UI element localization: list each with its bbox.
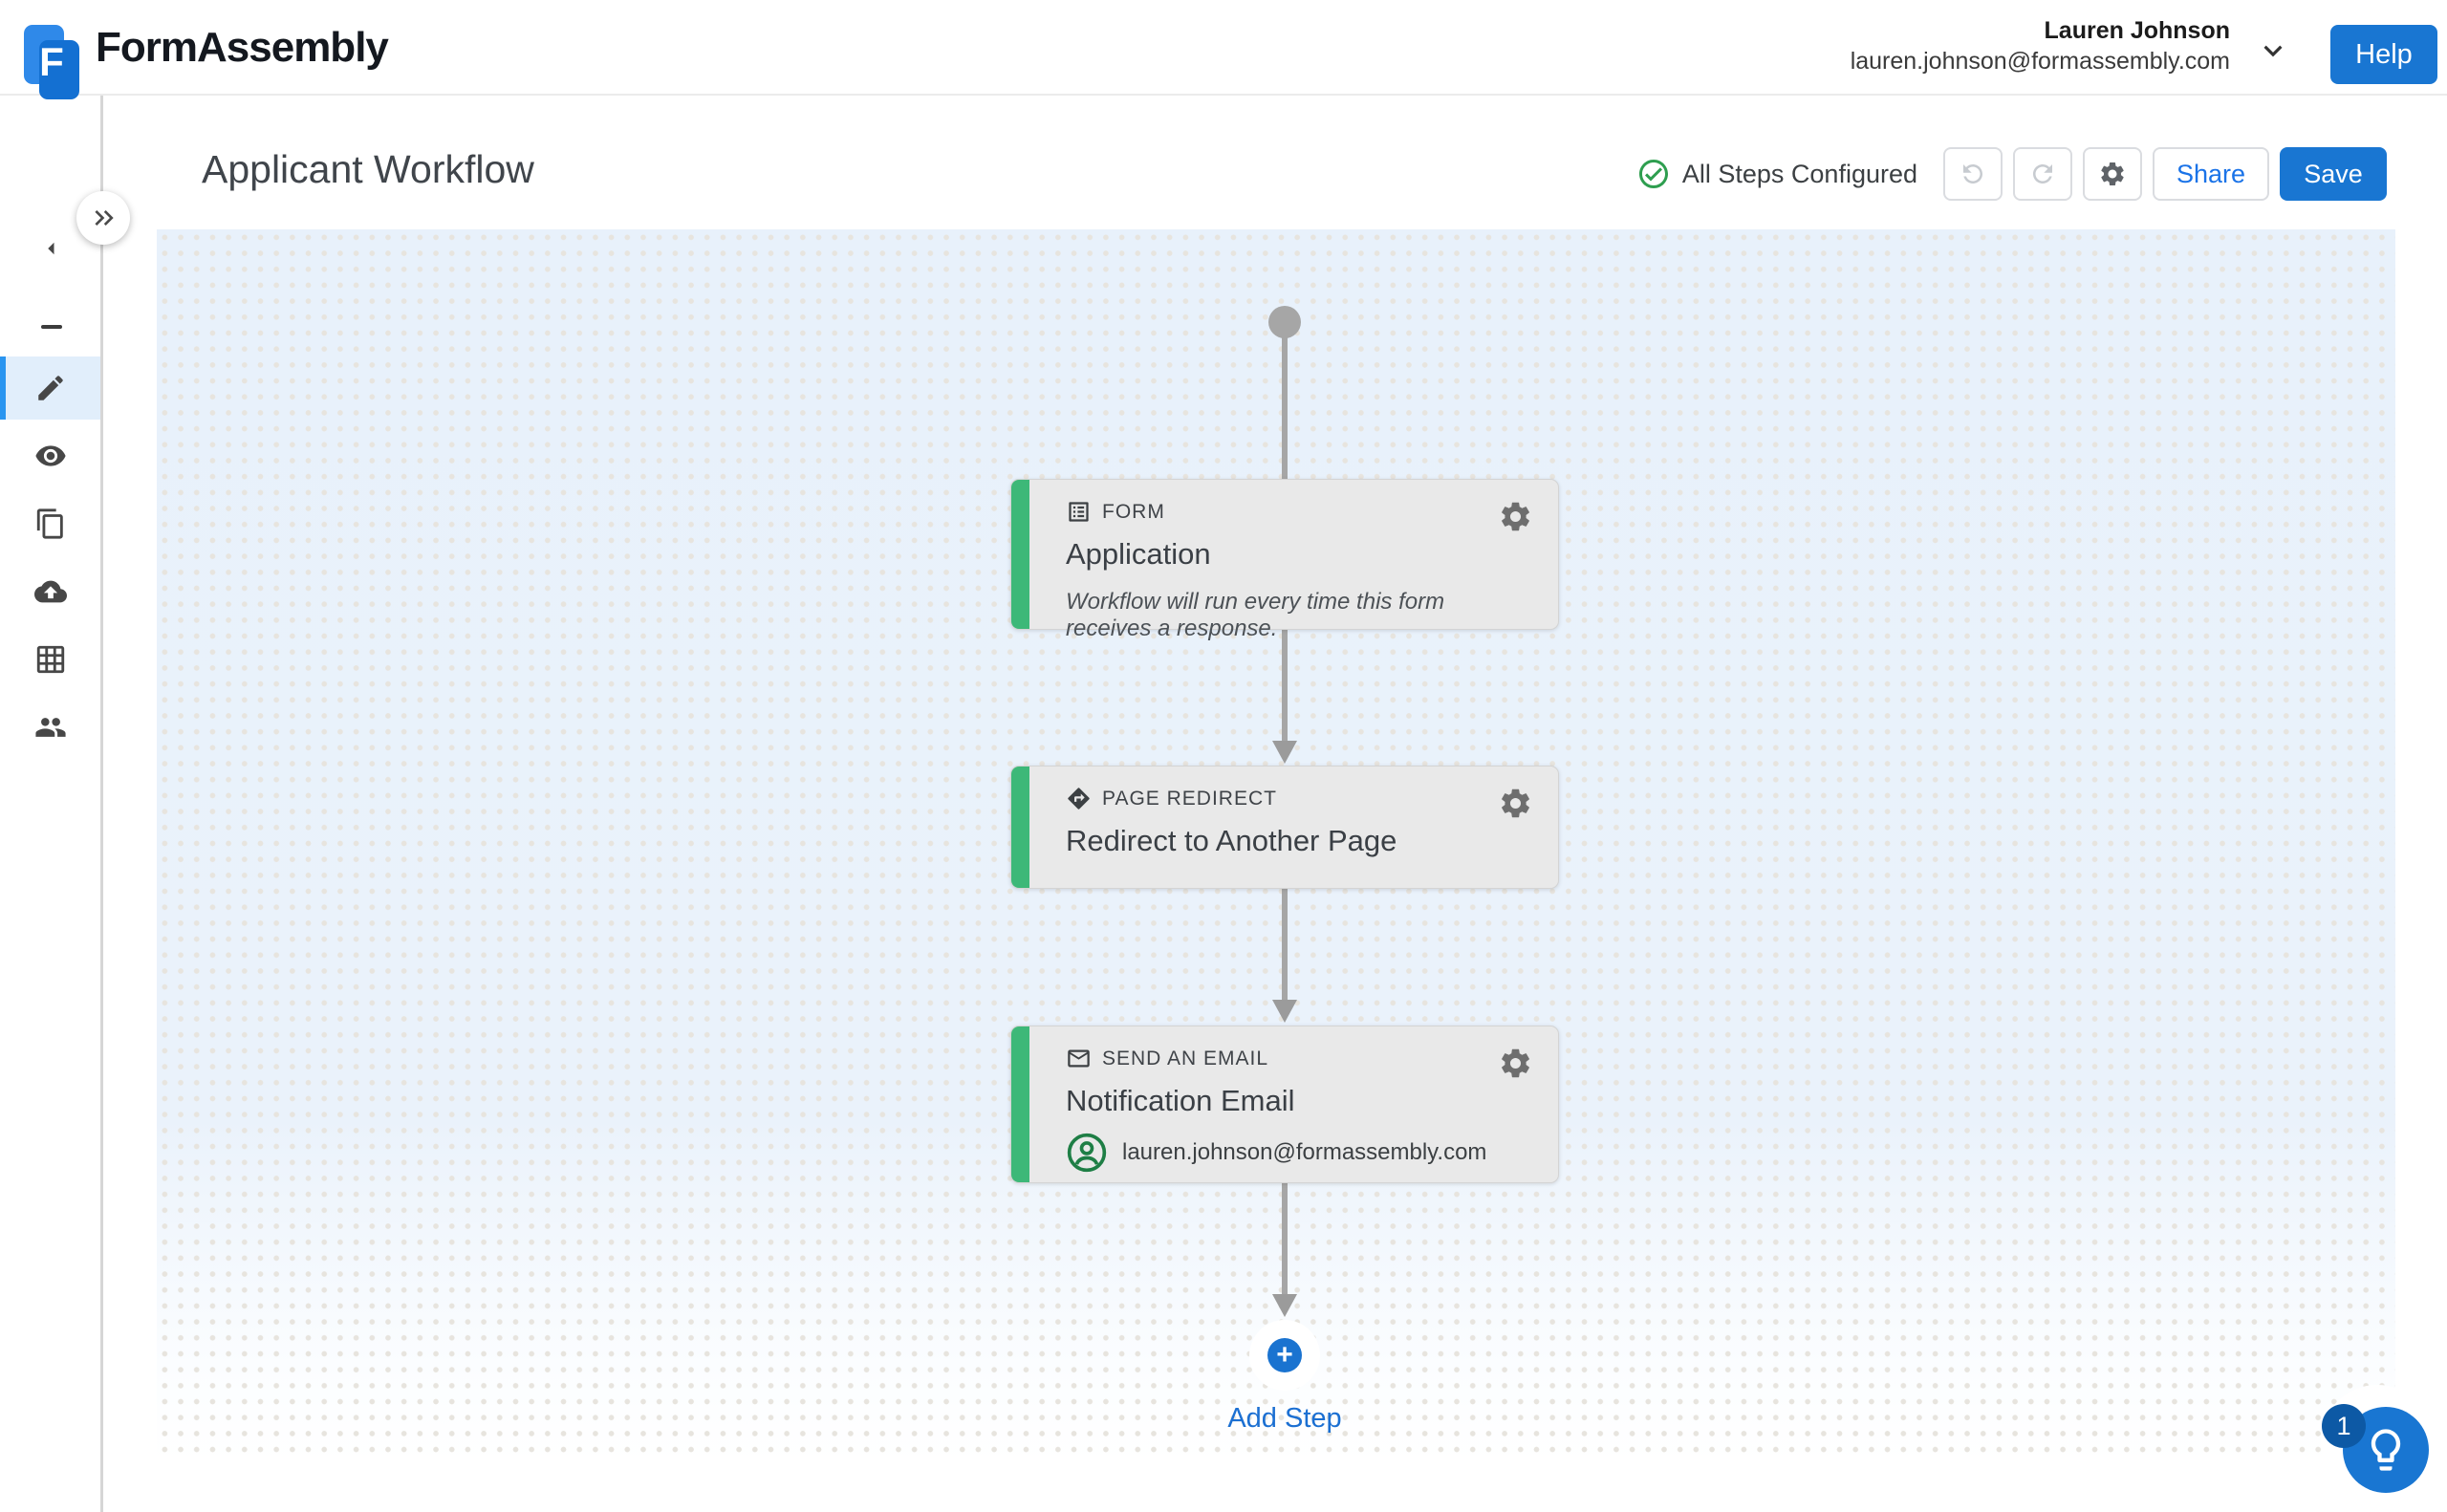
- toolbar: All Steps Configured Share Save: [1636, 147, 2387, 201]
- add-step-button[interactable]: +: [1267, 1338, 1302, 1372]
- cloud-upload-icon: [33, 580, 67, 603]
- logo-letter: F: [39, 39, 64, 84]
- redirect-icon: [1068, 788, 1090, 810]
- page-title: Applicant Workflow: [202, 147, 534, 191]
- undo-button[interactable]: [1943, 147, 2003, 201]
- connector-line: [1282, 630, 1288, 741]
- step-card-email[interactable]: SEND AN EMAIL Notification Email lauren.…: [1010, 1026, 1559, 1183]
- undo-icon: [1963, 164, 1982, 184]
- top-header: F FormAssembly Lauren Johnson lauren.joh…: [0, 0, 2447, 99]
- user-name: Lauren Johnson: [2044, 17, 2230, 44]
- step-title: Application: [1066, 537, 1211, 571]
- copy-icon: [36, 508, 63, 539]
- left-sidebar: [0, 96, 103, 1512]
- recipient-row: lauren.johnson@formassembly.com: [1066, 1132, 1501, 1174]
- status-indicator: All Steps Configured: [1636, 157, 1917, 191]
- save-button[interactable]: Save: [2280, 147, 2387, 201]
- help-widget: 1: [2321, 1385, 2436, 1500]
- sidebar-item-preview[interactable]: [0, 424, 100, 487]
- chevron-down-icon[interactable]: [2255, 32, 2291, 69]
- add-step-label[interactable]: Add Step: [1227, 1403, 1342, 1434]
- gear-icon[interactable]: [1498, 1046, 1533, 1081]
- step-configured-bar: [1011, 767, 1029, 888]
- share-button[interactable]: Share: [2153, 147, 2269, 201]
- step-configured-bar: [1011, 480, 1029, 629]
- recipient-email: lauren.johnson@formassembly.com: [1122, 1139, 1487, 1165]
- sidebar-item-build[interactable]: [0, 356, 100, 420]
- step-type-label: SEND AN EMAIL: [1066, 1046, 1501, 1071]
- step-card-redirect[interactable]: PAGE REDIRECT Redirect to Another Page: [1010, 766, 1559, 889]
- status-text: All Steps Configured: [1681, 159, 1917, 188]
- envelope-icon: [1068, 1049, 1090, 1068]
- table-icon: [36, 645, 64, 674]
- notification-badge: 1: [2322, 1404, 2366, 1448]
- gear-icon: [2101, 162, 2124, 185]
- double-chevron-right-icon: [95, 210, 114, 226]
- step-type-label: PAGE REDIRECT: [1066, 786, 1501, 811]
- back-button[interactable]: [32, 229, 71, 268]
- connector-arrowhead: [1272, 1000, 1297, 1023]
- minimize-button[interactable]: [32, 308, 71, 346]
- step-type-label: FORM: [1066, 499, 1501, 525]
- help-button[interactable]: Help: [2330, 25, 2437, 84]
- step-configured-bar: [1011, 1026, 1029, 1182]
- step-title: Redirect to Another Page: [1066, 824, 1397, 857]
- check-circle-icon: [1638, 160, 1668, 188]
- logo-square-front: [39, 40, 79, 99]
- expand-panel-button[interactable]: [76, 191, 130, 245]
- connector-line: [1282, 1183, 1288, 1294]
- connector-arrowhead: [1272, 1294, 1297, 1317]
- user-menu[interactable]: Lauren Johnson lauren.johnson@formassemb…: [1851, 15, 2230, 76]
- step-description: Workflow will run every time this form r…: [1066, 589, 1445, 641]
- gear-icon[interactable]: [1498, 499, 1533, 534]
- person-circle-icon: [1067, 1133, 1107, 1173]
- sidebar-item-copy[interactable]: [0, 492, 100, 555]
- pencil-icon: [37, 376, 63, 400]
- sidebar-item-collaborators[interactable]: [0, 696, 100, 759]
- logo-wordmark: FormAssembly: [96, 24, 389, 71]
- connector-line: [1282, 889, 1288, 1000]
- redo-button[interactable]: [2013, 147, 2072, 201]
- workflow-settings-button[interactable]: [2083, 147, 2142, 201]
- connector-line: [1282, 322, 1288, 479]
- redo-icon: [2033, 164, 2052, 184]
- step-type-text: SEND AN EMAIL: [1102, 1047, 1269, 1069]
- gear-icon[interactable]: [1498, 786, 1533, 821]
- plus-icon: +: [1276, 1339, 1293, 1371]
- user-email: lauren.johnson@formassembly.com: [1850, 48, 2230, 75]
- back-icon: [48, 242, 54, 255]
- sidebar-item-responses[interactable]: [0, 628, 100, 691]
- lightbulb-icon: [2371, 1429, 2401, 1471]
- step-type-text: FORM: [1102, 500, 1165, 523]
- step-card-form[interactable]: FORM Application Workflow will run every…: [1010, 479, 1559, 641]
- workflow-canvas[interactable]: FORM Application Workflow will run every…: [157, 229, 2395, 1462]
- minimize-icon: [41, 325, 62, 329]
- sidebar-item-publish[interactable]: [0, 560, 100, 623]
- eye-icon: [34, 445, 66, 466]
- formassembly-logo[interactable]: F FormAssembly: [24, 13, 425, 99]
- step-type-text: PAGE REDIRECT: [1102, 787, 1277, 810]
- users-icon: [34, 718, 66, 737]
- form-icon: [1069, 502, 1089, 522]
- connector-arrowhead: [1272, 741, 1297, 764]
- step-title: Notification Email: [1066, 1084, 1295, 1117]
